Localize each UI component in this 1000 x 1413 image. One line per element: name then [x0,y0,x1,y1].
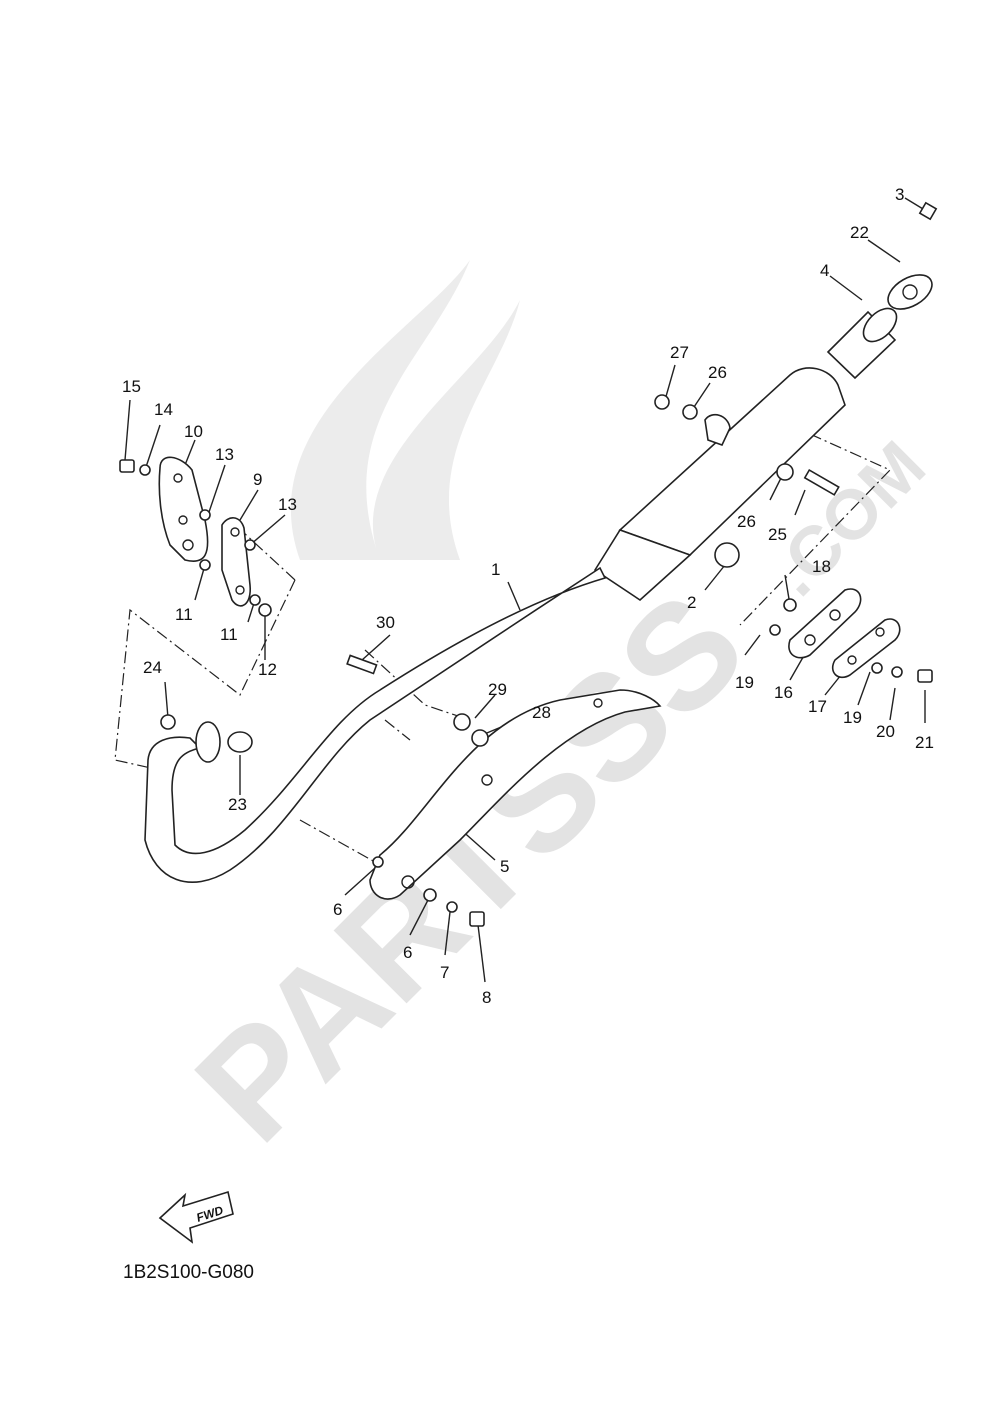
callout-17: 17 [808,697,827,716]
callout-22: 22 [850,223,869,242]
watermark-swoosh [290,260,520,560]
grommet-2 [714,542,740,568]
nut-27 [654,394,670,410]
washer-11a [199,559,211,571]
header-pipe [144,566,607,884]
bolt-21 [917,669,933,683]
callout-13a: 13 [215,445,234,464]
callout-11a: 11 [175,605,193,624]
callout-19a: 19 [735,673,754,692]
callouts: 1 2 3 4 5 6 6 7 8 9 10 11 11 12 13 13 14… [122,185,934,1007]
callout-26b: 26 [737,512,756,531]
washer-29 [453,713,471,731]
fwd-arrow: FWD [158,1190,234,1244]
callout-10: 10 [184,422,203,441]
callout-5: 5 [500,857,509,876]
end-cap-22 [887,274,933,310]
nut-24 [160,714,176,730]
callout-26a: 26 [708,363,727,382]
washer-26a [682,404,698,420]
callout-4: 4 [820,261,829,280]
callout-6a: 6 [333,900,342,919]
plate-17 [831,618,901,679]
callout-23: 23 [228,795,247,814]
callout-3: 3 [895,185,904,204]
plate-9 [221,517,251,607]
washer-14 [139,464,151,476]
bolt-3 [918,201,938,221]
exhaust-assembly [144,201,938,900]
bolt-25 [803,468,840,496]
washer-11b [249,594,261,606]
callout-8: 8 [482,988,491,1007]
nut-12 [258,603,272,617]
callout-25: 25 [768,525,787,544]
callout-29: 29 [488,680,507,699]
plate-16 [788,588,862,659]
callout-24: 24 [143,658,162,677]
callout-11b: 11 [220,625,238,644]
right-brackets [654,394,933,683]
exhaust-flange [195,721,221,763]
callout-7: 7 [440,963,449,982]
callout-2: 2 [687,593,696,612]
washer-20 [891,666,903,678]
leader-lines [124,197,929,983]
callout-9: 9 [253,470,262,489]
nut-28 [471,729,489,747]
center-fasteners [346,654,489,927]
callout-1: 1 [491,560,500,579]
callout-28: 28 [532,703,551,722]
washer-19b [871,662,883,674]
muffler-cone [593,529,692,602]
washer-18 [783,598,797,612]
callout-15: 15 [122,377,141,396]
callout-6b: 6 [403,943,412,962]
callout-20: 20 [876,722,895,741]
callout-16: 16 [774,683,793,702]
washer-13b [244,539,256,551]
mount-tab [704,413,731,446]
callout-12: 12 [258,660,277,679]
gasket-23 [227,731,253,753]
washer-6b [423,888,437,902]
muffler-body [618,367,846,556]
bolt-15 [119,459,135,473]
bolt-8 [469,911,485,927]
callout-18: 18 [812,557,831,576]
callout-19b: 19 [843,708,862,727]
left-brackets [119,456,272,730]
washer-6a [372,856,384,868]
callout-21: 21 [915,733,934,752]
bracket-5 [369,689,662,900]
callout-30: 30 [376,613,395,632]
diagram-code: 1B2S100-G080 [123,1262,254,1283]
callout-14: 14 [154,400,173,419]
washer-7 [446,901,458,913]
callout-27: 27 [670,343,689,362]
washer-26b [776,463,794,481]
callout-13b: 13 [278,495,297,514]
plate-10 [158,456,209,562]
bolt-30 [346,654,378,675]
washer-13a [199,509,211,521]
pipe-end [862,307,898,343]
washer-19a [769,624,781,636]
